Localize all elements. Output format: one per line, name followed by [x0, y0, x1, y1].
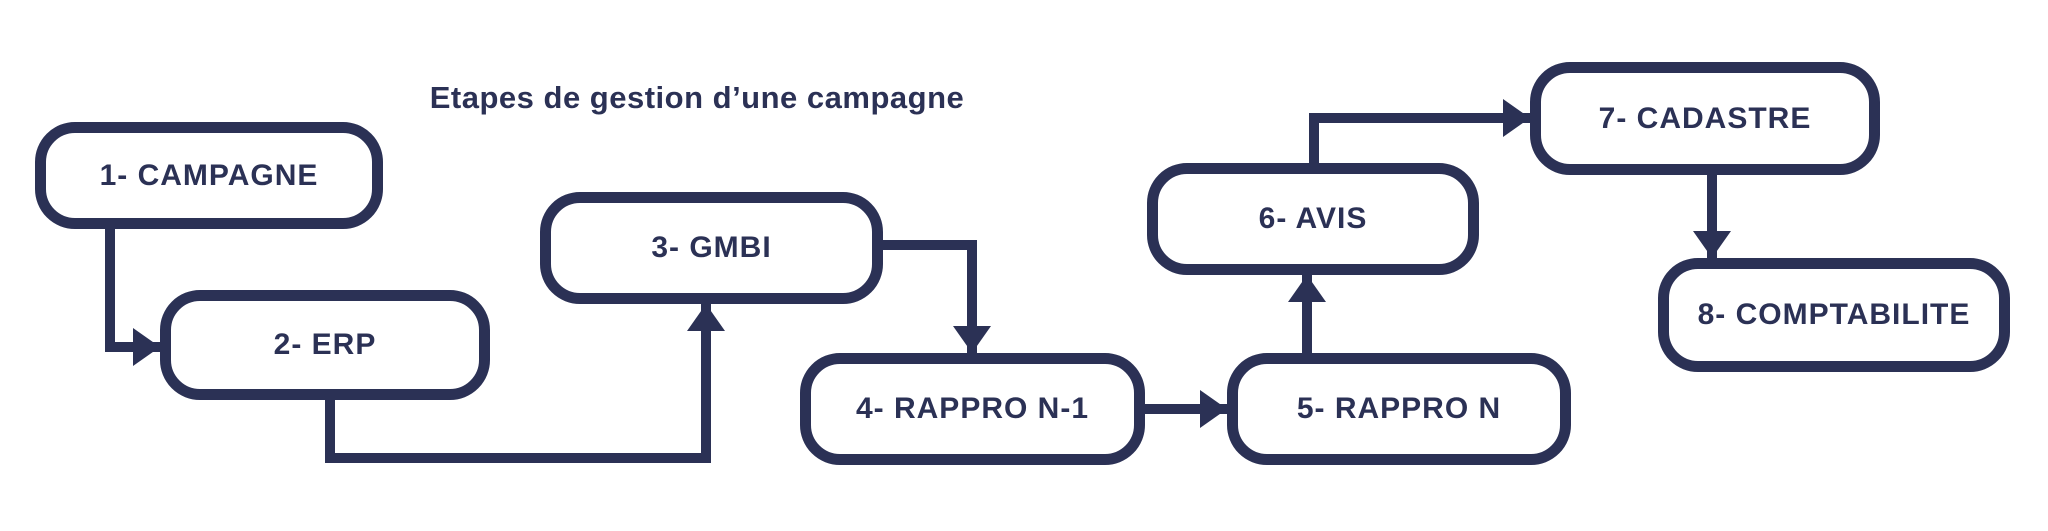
node-label: 6- AVIS [1258, 202, 1368, 235]
node-erp: 2- ERP [160, 290, 490, 400]
node-rappro-n-1: 4- RAPPRO N-1 [800, 353, 1145, 465]
connector-campagne-erp [105, 224, 160, 366]
node-label: 2- ERP [273, 328, 377, 361]
connector-gmbi-rappro-n-1 [878, 240, 991, 353]
node-label: 1- CAMPAGNE [99, 158, 319, 192]
node-rappro-n: 5- RAPPRO N [1227, 353, 1571, 465]
node-label: 4- RAPPRO N-1 [855, 392, 1090, 425]
node-label: 3- GMBI [651, 231, 772, 264]
node-cadastre: 7- CADASTRE [1530, 62, 1880, 175]
node-avis: 6- AVIS [1147, 163, 1479, 275]
node-label: 8- COMPTABILITE [1697, 298, 1971, 331]
node-label: 5- RAPPRO N [1296, 392, 1502, 425]
connector-erp-gmbi [325, 304, 725, 463]
diagram-title: Etapes de gestion d’une campagne [429, 80, 965, 115]
node-gmbi: 3- GMBI [540, 192, 883, 304]
connector-avis-cadastre [1309, 99, 1530, 167]
node-label: 7- CADASTRE [1598, 101, 1812, 135]
node-campagne: 1- CAMPAGNE [35, 122, 383, 229]
node-comptabilite: 8- COMPTABILITE [1658, 258, 2010, 372]
